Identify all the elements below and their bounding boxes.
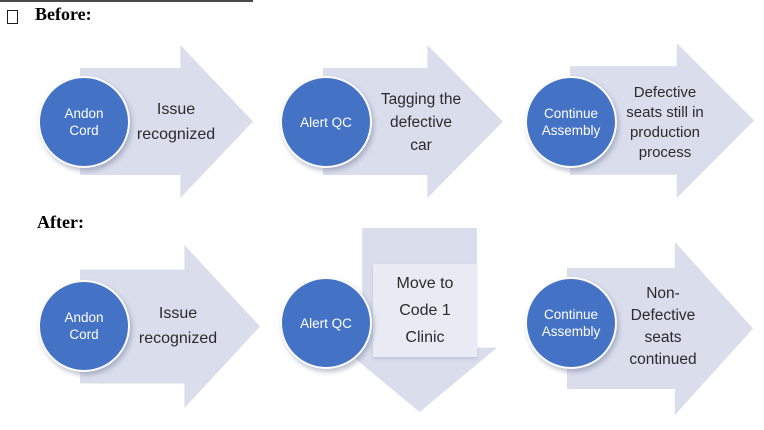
square-bullet-icon xyxy=(7,10,18,24)
before-circle-alert-qc: Alert QC xyxy=(280,76,372,168)
after-circle-andon-cord: Andon Cord xyxy=(38,280,130,372)
before-circle-label-2: Alert QC xyxy=(300,114,352,130)
after-arrow-label-3: Non- Defective seats continued xyxy=(629,285,697,368)
after-circle-label-1: Andon Cord xyxy=(64,310,104,342)
before-circle-label-3: Continue Assembly xyxy=(541,106,601,138)
top-border-rule xyxy=(0,0,253,2)
after-circle-continue-assembly: Continue Assembly xyxy=(525,277,617,369)
before-arrow-label-3: Defective seats still in production proc… xyxy=(626,84,704,161)
after-circle-alert-qc: Alert QC xyxy=(280,277,372,369)
after-arrow-label-1: Issue recognized xyxy=(138,305,218,347)
before-circle-andon-cord: Andon Cord xyxy=(38,76,130,168)
after-circle-label-3: Continue Assembly xyxy=(541,307,601,339)
before-heading: Before: xyxy=(35,4,92,24)
after-heading: After: xyxy=(37,212,84,232)
after-circle-label-2: Alert QC xyxy=(300,315,352,331)
before-circle-label-1: Andon Cord xyxy=(64,106,104,138)
before-circle-continue-assembly: Continue Assembly xyxy=(525,76,617,168)
after-clinic-label: Move to Code 1 Clinic xyxy=(396,275,454,346)
after-clinic-box: Move to Code 1 Clinic xyxy=(373,264,477,357)
before-arrow-label-2: Tagging the defective car xyxy=(380,90,462,154)
before-arrow-label-1: Issue recognized xyxy=(136,101,216,143)
